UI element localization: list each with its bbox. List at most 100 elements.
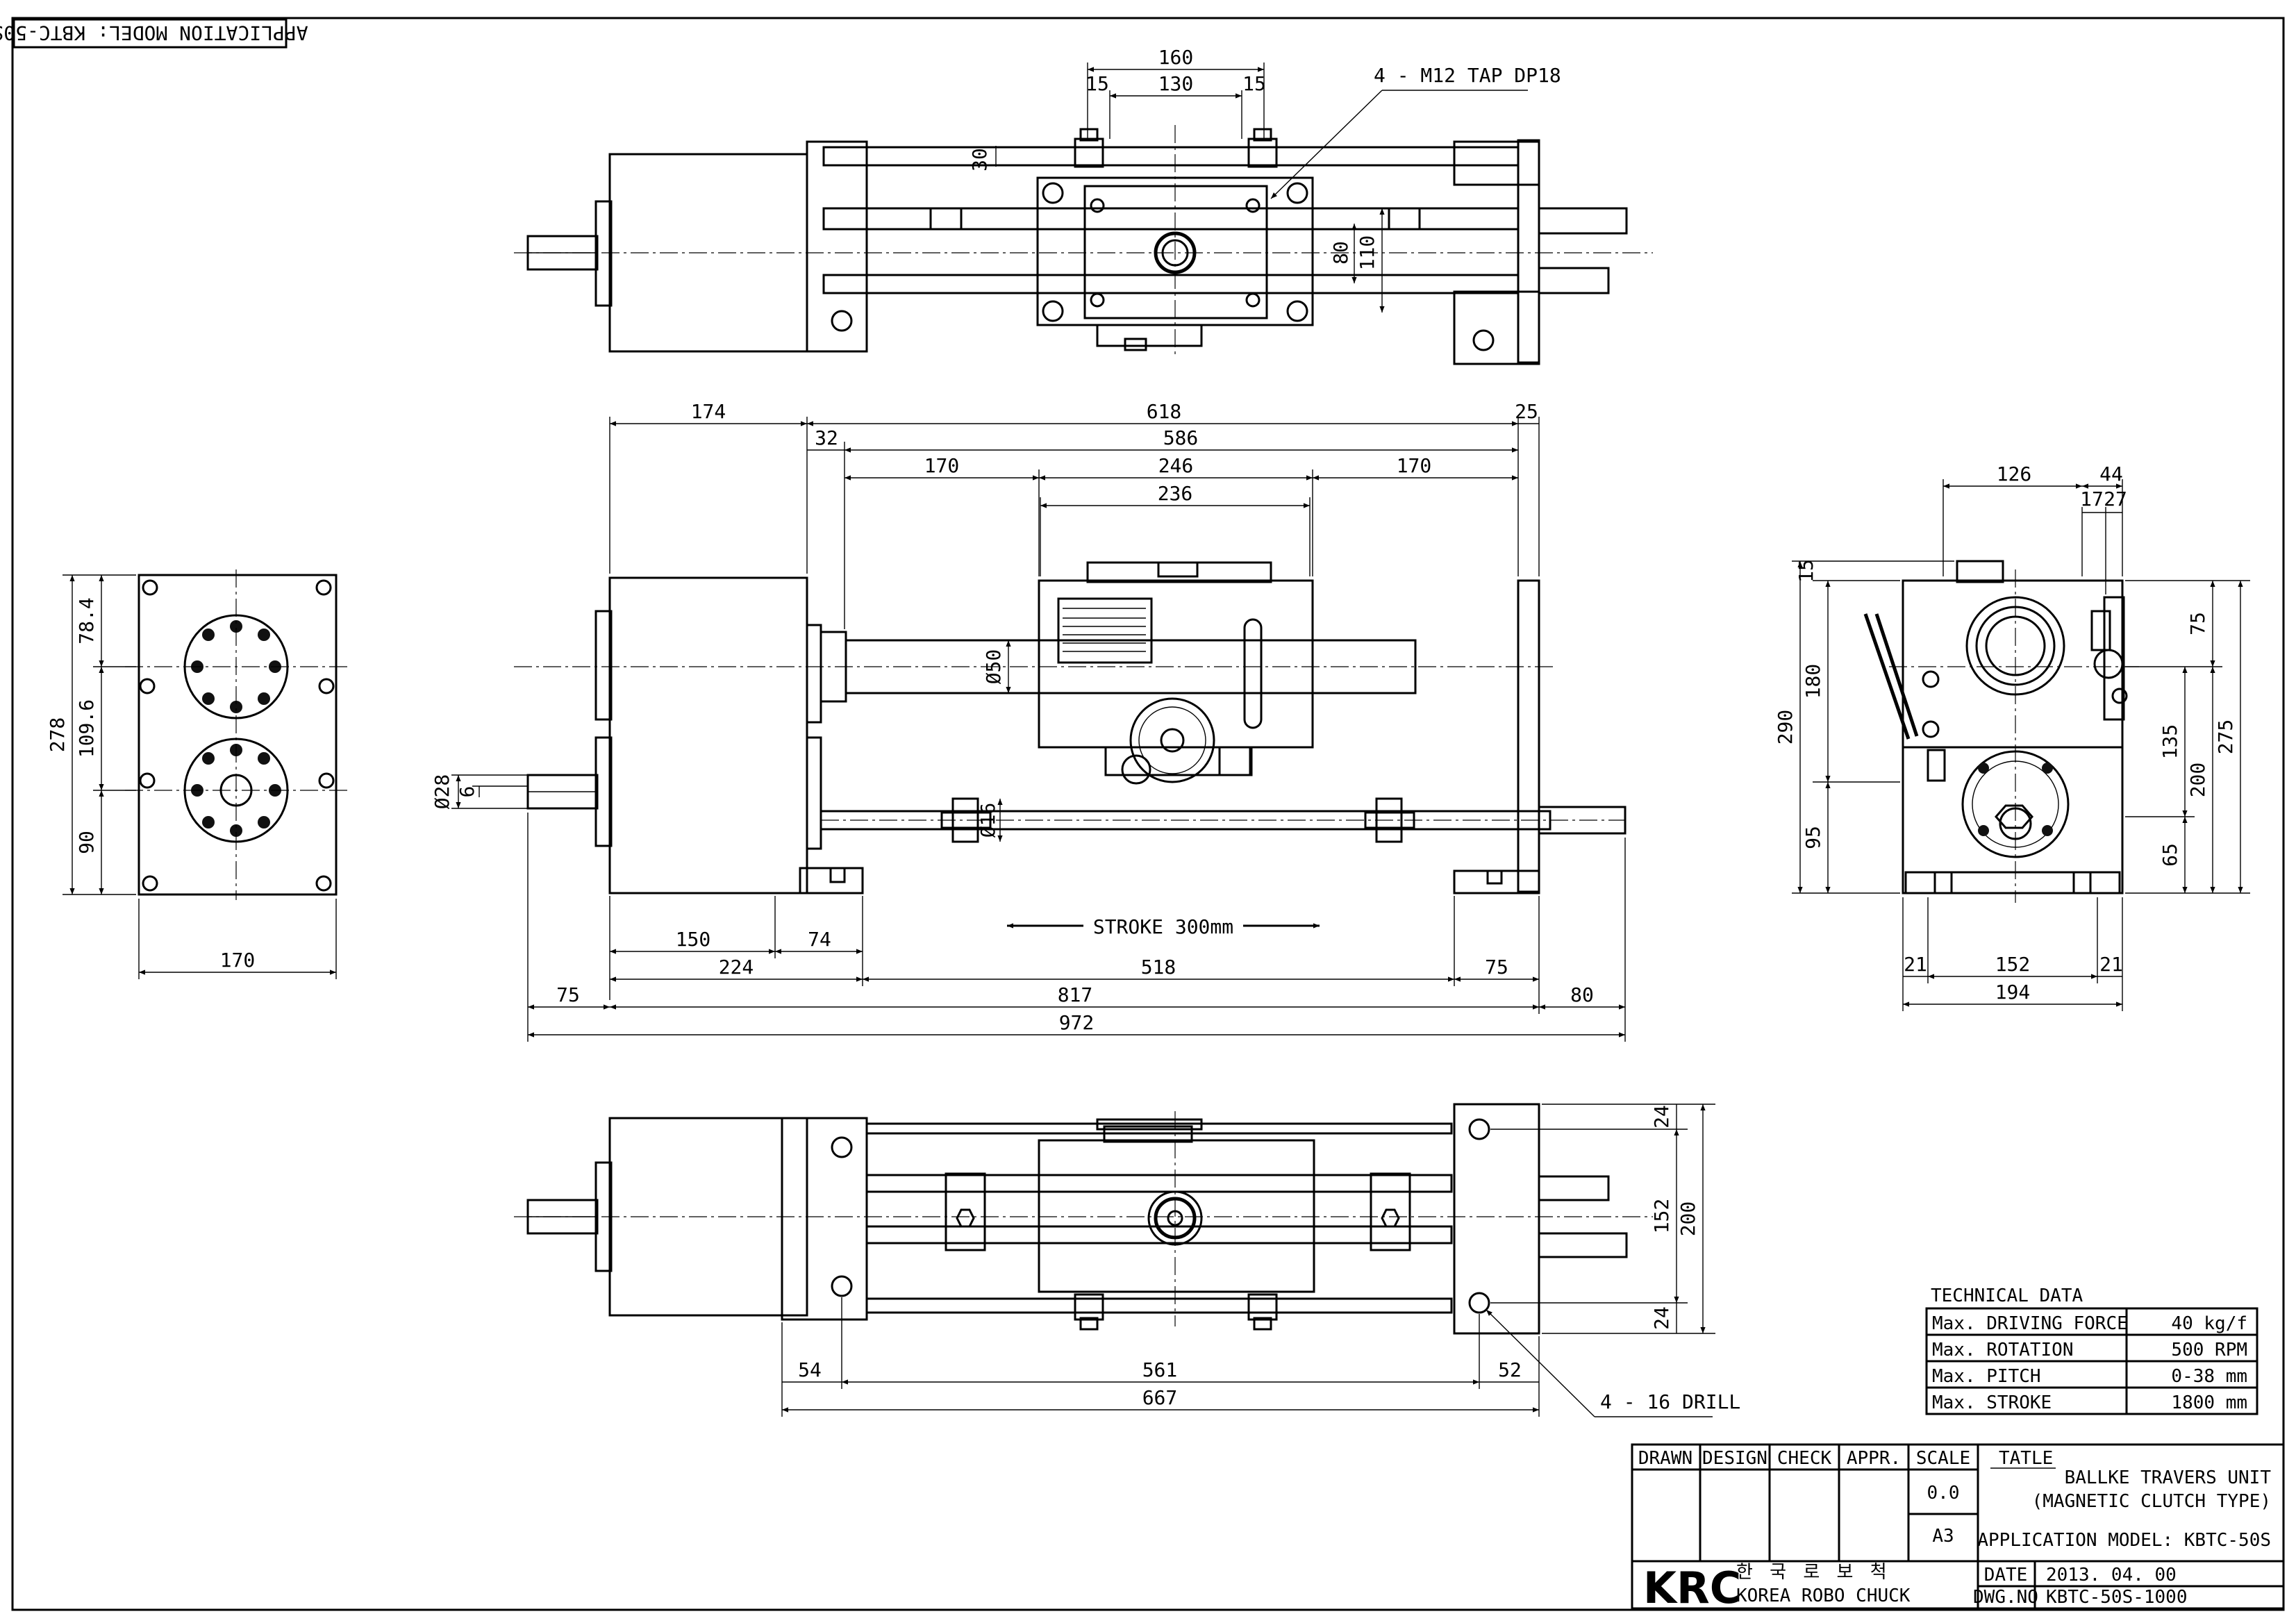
dim-right-275: 275 [2214, 719, 2237, 755]
dim-bottom-24a: 24 [1650, 1105, 1673, 1129]
tb-header-drawn: DRAWN [1638, 1448, 1692, 1469]
dim-right-21b: 21 [2099, 953, 2123, 976]
front-view: 174 618 25 32 586 170 246 170 236 Ø50 Ø1… [431, 400, 1627, 1042]
dim-bottom-200: 200 [1677, 1201, 1699, 1237]
dim-right-290: 290 [1774, 710, 1797, 745]
dim-front-236: 236 [1158, 482, 1193, 505]
tech-row-label: Max. DRIVING FORCE [1932, 1313, 2128, 1334]
technical-data-table: TECHNICAL DATA Max. DRIVING FORCE 40 kg/… [1925, 1285, 2258, 1415]
dim-right-15: 15 [1795, 559, 1817, 583]
tb-header-appr: APPR. [1847, 1448, 1901, 1469]
dim-front-32: 32 [815, 426, 838, 449]
stroke-label: STROKE 300mm [1093, 915, 1233, 938]
dim-front-d16: Ø16 [976, 803, 999, 838]
tb-dwg-value: KBTC-50S-1000 [2046, 1587, 2188, 1608]
bottom-view: 54 561 52 667 24 152 24 200 4 - 16 DRILL [514, 1103, 1740, 1417]
dim-front-174: 174 [691, 400, 726, 423]
tb-dwg-label: DWG.NO [1973, 1587, 2038, 1608]
dim-bottom-561: 561 [1142, 1358, 1178, 1381]
right-view: 126 44 17 27 15 180 95 290 75 135 200 65… [1774, 463, 2250, 1011]
tech-row-label: Max. STROKE [1932, 1392, 2052, 1413]
dim-front-25: 25 [1515, 400, 1538, 423]
dim-front-6: 6 [456, 786, 479, 798]
dim-top-30: 30 [968, 148, 991, 172]
dim-front-224: 224 [719, 956, 754, 979]
dim-top-15a: 15 [1085, 72, 1109, 95]
dim-front-972: 972 [1059, 1011, 1095, 1034]
dim-top-160: 160 [1158, 46, 1194, 69]
dim-right-75: 75 [2186, 612, 2209, 635]
tb-tatle-label: TATLE [1999, 1448, 2053, 1469]
dim-front-d50: Ø50 [982, 649, 1005, 685]
title-block: DRAWN DESIGN CHECK APPR. SCALE 0.0 A3 TA… [1631, 1443, 2285, 1613]
dim-front-d28: Ø28 [431, 774, 454, 810]
dim-right-65: 65 [2158, 843, 2181, 867]
dim-bottom-54: 54 [798, 1358, 822, 1381]
dim-left-90: 90 [75, 831, 98, 854]
krc-logo: KRC [1643, 1563, 1741, 1613]
tech-data-title: TECHNICAL DATA [1931, 1285, 2083, 1306]
dim-left-170: 170 [220, 949, 256, 972]
dim-front-150: 150 [676, 928, 711, 951]
dim-right-44: 44 [2099, 463, 2123, 485]
tb-paper-size: A3 [1932, 1526, 1954, 1547]
dim-front-75a: 75 [556, 983, 580, 1006]
dim-top-15b: 15 [1242, 72, 1266, 95]
dim-front-518: 518 [1141, 956, 1176, 979]
dim-front-170b: 170 [1397, 454, 1432, 477]
tb-date-label: DATE [1984, 1565, 2028, 1585]
tech-row-value: 1800 mm [2171, 1392, 2247, 1413]
note-m12-tap: 4 - M12 TAP DP18 [1374, 64, 1561, 87]
dim-front-618: 618 [1147, 400, 1182, 423]
dim-right-17: 17 [2080, 488, 2104, 510]
dim-right-27: 27 [2104, 488, 2127, 510]
banner-text: APPLICATION MODEL: KBTC-50S [0, 22, 308, 44]
note-16-drill: 4 - 16 DRILL [1600, 1390, 1740, 1413]
dim-bottom-52: 52 [1498, 1358, 1522, 1381]
dim-right-135: 135 [2158, 724, 2181, 760]
dim-front-74: 74 [808, 928, 831, 951]
dim-front-170a: 170 [924, 454, 960, 477]
tb-header-design: DESIGN [1702, 1448, 1767, 1469]
top-view: 160 15 130 15 30 80 110 4 - M12 TAP DP18 [514, 46, 1653, 365]
tb-application: APPLICATION MODEL: KBTC-50S [1977, 1530, 2271, 1551]
dim-left-109-6: 109.6 [75, 699, 98, 758]
dim-right-194: 194 [1995, 981, 2031, 1004]
dim-right-152: 152 [1995, 953, 2031, 976]
dim-right-95: 95 [1802, 826, 1824, 849]
tb-header-check: CHECK [1777, 1448, 1832, 1469]
tech-row-value: 0-38 mm [2171, 1366, 2247, 1387]
dim-top-130: 130 [1158, 72, 1194, 95]
dim-top-80: 80 [1329, 241, 1352, 265]
dim-right-21a: 21 [1904, 953, 1927, 976]
dim-front-75b: 75 [1485, 956, 1508, 979]
tech-row-label: Max. PITCH [1932, 1366, 2041, 1387]
tb-header-scale: SCALE [1916, 1448, 1970, 1469]
dim-front-817: 817 [1058, 983, 1093, 1006]
tech-row-label: Max. ROTATION [1932, 1340, 2074, 1360]
tb-title-line2: (MAGNETIC CLUTCH TYPE) [2032, 1491, 2271, 1512]
dim-front-80: 80 [1570, 983, 1594, 1006]
dim-bottom-152: 152 [1650, 1199, 1673, 1234]
dim-front-246: 246 [1158, 454, 1194, 477]
dim-bottom-24b: 24 [1650, 1306, 1673, 1330]
tech-row-value: 40 kg/f [2171, 1313, 2247, 1334]
dim-bottom-667: 667 [1142, 1386, 1178, 1409]
dim-right-180: 180 [1802, 664, 1824, 699]
application-banner: APPLICATION MODEL: KBTC-50S [0, 18, 308, 49]
tb-title-line1: BALLKE TRAVERS UNIT [2065, 1467, 2272, 1488]
dim-top-110: 110 [1356, 235, 1379, 271]
dim-left-78-4: 78.4 [75, 597, 98, 644]
tech-row-value: 500 RPM [2171, 1340, 2247, 1360]
dim-front-586: 586 [1163, 426, 1199, 449]
sheet-border [11, 17, 2285, 1611]
company-korean: 한 국 로 보 척 [1736, 1562, 1892, 1583]
tb-date-value: 2013. 04. 00 [2046, 1565, 2177, 1585]
dim-right-200: 200 [2186, 763, 2209, 798]
left-view: 78.4 109.6 90 278 170 [46, 569, 347, 979]
tb-scale-value: 0.0 [1927, 1483, 1960, 1504]
dim-left-278: 278 [46, 717, 69, 753]
dim-right-126: 126 [1997, 463, 2032, 485]
company-english: KOREA ROBO CHUCK [1736, 1585, 1911, 1606]
